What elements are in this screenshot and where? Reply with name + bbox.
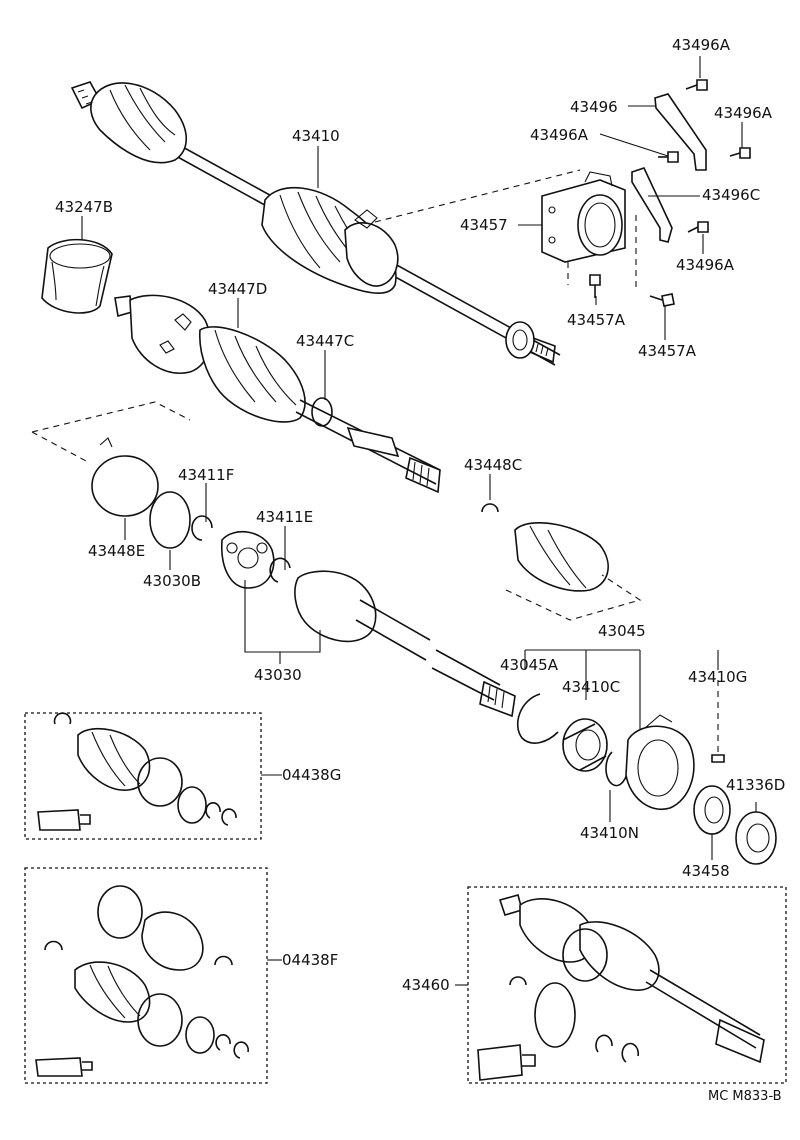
kit-04438g-parts	[37, 712, 237, 831]
bolt-43457a-left	[589, 274, 601, 298]
bracket-43496	[654, 93, 707, 171]
snap-ring-43045a	[516, 693, 559, 744]
label-43496c: 43496C	[702, 186, 760, 204]
ring-43030b	[149, 491, 191, 549]
label-43458: 43458	[682, 862, 730, 880]
label-43496: 43496	[570, 98, 618, 116]
label-43457a-right: 43457A	[638, 342, 697, 360]
label-04438f: 04438F	[282, 951, 338, 969]
tripod-joint	[221, 531, 275, 589]
boot-43448c	[481, 503, 609, 592]
label-43410c: 43410C	[562, 678, 620, 696]
box-43460-parts	[477, 894, 765, 1081]
boot-clamp-43448e	[91, 437, 159, 517]
label-43045: 43045	[598, 622, 646, 640]
label-43030b: 43030B	[143, 572, 201, 590]
inboard-joint-boot	[114, 294, 441, 494]
label-43247b: 43247B	[55, 198, 113, 216]
label-43448e: 43448E	[88, 542, 145, 560]
snap-ring-43411e	[269, 557, 291, 583]
bearing-housing	[625, 714, 695, 811]
label-43447c: 43447C	[296, 332, 354, 350]
label-43411e: 43411E	[256, 508, 313, 526]
label-43447d: 43447D	[208, 280, 267, 298]
bolt-43457a-right	[649, 293, 675, 307]
label-43457a-left: 43457A	[567, 311, 626, 329]
label-43411f: 43411F	[178, 466, 234, 484]
label-04438g: 04438G	[282, 766, 341, 784]
label-43448c: 43448C	[464, 456, 522, 474]
snap-ring-43410n	[605, 751, 629, 787]
seal-43458	[693, 785, 731, 835]
label-43496a-top: 43496A	[672, 36, 731, 54]
dust-deflector-41336d	[735, 811, 777, 865]
outer-race-shaft	[294, 570, 516, 718]
kit-box-04438g	[24, 712, 262, 840]
label-43410n: 43410N	[580, 824, 639, 842]
label-43030: 43030	[254, 666, 302, 684]
label-43410: 43410	[292, 127, 340, 145]
label-43460: 43460	[402, 976, 450, 994]
label-43410g: 43410G	[688, 668, 747, 686]
kit-box-04438f	[24, 867, 268, 1084]
snap-ring-43411f	[191, 515, 213, 541]
drive-shaft-assembly	[70, 81, 561, 366]
label-43496a-mid: 43496A	[530, 126, 589, 144]
leader-lines	[81, 56, 757, 860]
bearing-43410c	[562, 718, 608, 772]
damper-ring	[41, 238, 113, 314]
diagram-reference-code: MC M833-B	[708, 1089, 782, 1104]
label-43045a: 43045A	[500, 656, 559, 674]
label-43496a-right: 43496A	[714, 104, 773, 122]
kit-04438f-parts	[35, 885, 249, 1077]
bearing-bracket	[541, 171, 626, 263]
label-43496a-lower: 43496A	[676, 256, 735, 274]
pin-43410g	[711, 680, 725, 763]
bolts-43496a	[658, 79, 751, 233]
bracket-43496c	[631, 167, 673, 243]
label-43457: 43457	[460, 216, 508, 234]
label-41336d: 41336D	[726, 776, 785, 794]
